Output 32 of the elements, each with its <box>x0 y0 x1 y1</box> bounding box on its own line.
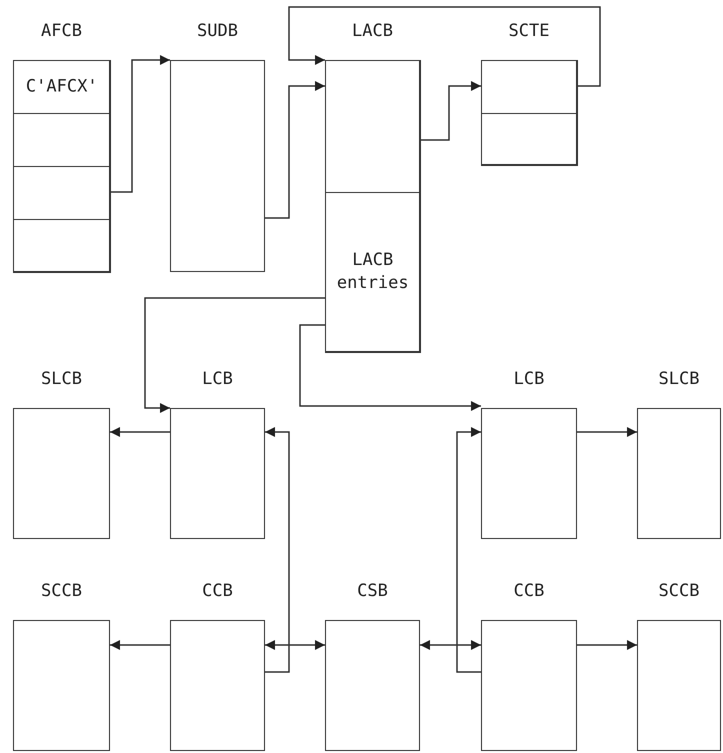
arrow <box>110 427 170 437</box>
arrow <box>265 640 325 650</box>
field-cell <box>12 218 111 273</box>
block-name: LCB <box>512 369 546 389</box>
field-cell <box>324 192 421 353</box>
arrow <box>420 81 481 141</box>
block-name: SLCB <box>658 369 700 389</box>
arrow <box>456 427 481 673</box>
arrow <box>577 640 637 650</box>
arrow <box>288 6 601 87</box>
arrow <box>420 640 481 650</box>
block-name: CCB <box>512 581 546 601</box>
arrow <box>110 640 170 650</box>
field-text: LACB entries <box>336 249 410 296</box>
block-name: LACB <box>351 21 394 41</box>
block-name: SLCB <box>40 369 83 389</box>
block-name: CCB <box>201 581 234 601</box>
field-cell <box>480 112 578 166</box>
block-name: AFCB <box>40 21 83 41</box>
block-name: CSB <box>356 581 389 601</box>
arrow <box>110 55 170 193</box>
arrow <box>265 427 290 673</box>
arrow <box>144 297 325 413</box>
block-name: SCTE <box>508 21 550 41</box>
block-name: SCCB <box>40 581 83 601</box>
block-name: SCCB <box>658 581 700 601</box>
block-name: LCB <box>201 369 234 389</box>
arrow <box>299 324 481 411</box>
field-text: C'AFCX' <box>24 75 99 98</box>
arrow <box>577 427 637 437</box>
arrow <box>265 81 325 219</box>
block-name: SUDB <box>196 21 239 41</box>
